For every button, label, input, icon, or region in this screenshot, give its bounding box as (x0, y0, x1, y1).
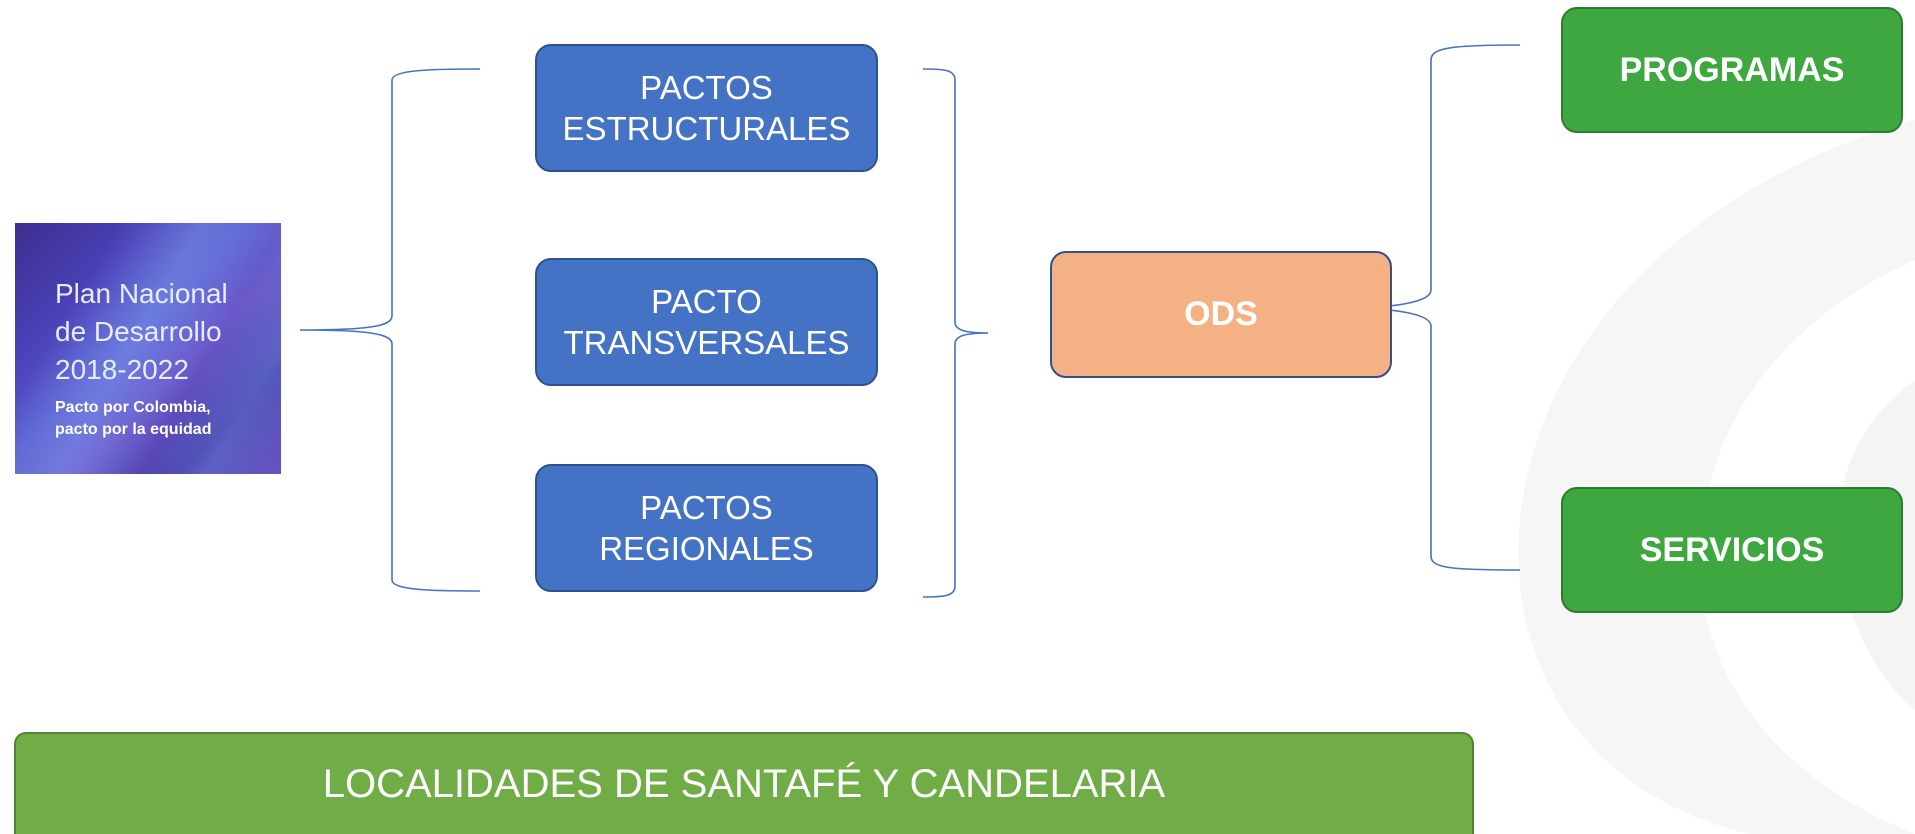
plan-nacional-cover-image: Plan Nacional de Desarrollo 2018-2022 Pa… (15, 223, 281, 474)
cover-title-line: de Desarrollo (55, 316, 222, 347)
box-label-line: PACTOS (640, 488, 773, 526)
box-label-line: PACTO (651, 282, 762, 320)
box-label-line: REGIONALES (599, 530, 814, 567)
left-brace (299, 68, 481, 592)
localidades-bar: LOCALIDADES DE SANTAFÉ Y CANDELARIA (14, 732, 1474, 834)
cover-title-line: 2018-2022 (55, 354, 189, 385)
cover-subtitle: Pacto por Colombia, pacto por la equidad (55, 397, 275, 441)
cover-subtitle-line: pacto por la equidad (55, 421, 212, 438)
ods-label: ODS (1184, 295, 1258, 333)
cover-title: Plan Nacional de Desarrollo 2018-2022 (55, 275, 275, 389)
localidades-label: LOCALIDADES DE SANTAFÉ Y CANDELARIA (322, 761, 1166, 806)
pactos-regionales-box: PACTOS REGIONALES (535, 464, 878, 592)
cover-title-line: Plan Nacional (55, 278, 228, 309)
programas-label: PROGRAMAS (1619, 50, 1845, 89)
pactos-estructurales-box: PACTOS ESTRUCTURALES (535, 44, 878, 172)
ods-box: ODS (1050, 251, 1392, 378)
servicios-label: SERVICIOS (1639, 530, 1825, 569)
box-label-line: TRANSVERSALES (563, 324, 850, 361)
middle-brace (922, 68, 989, 598)
servicios-box: SERVICIOS (1561, 487, 1903, 613)
cover-subtitle-line: Pacto por Colombia, (55, 399, 211, 416)
box-label-line: PACTOS (640, 68, 773, 106)
box-label-line: ESTRUCTURALES (562, 110, 851, 147)
pacto-transversales-box: PACTO TRANSVERSALES (535, 258, 878, 386)
cover-sheen (15, 223, 281, 474)
programas-box: PROGRAMAS (1561, 7, 1903, 133)
